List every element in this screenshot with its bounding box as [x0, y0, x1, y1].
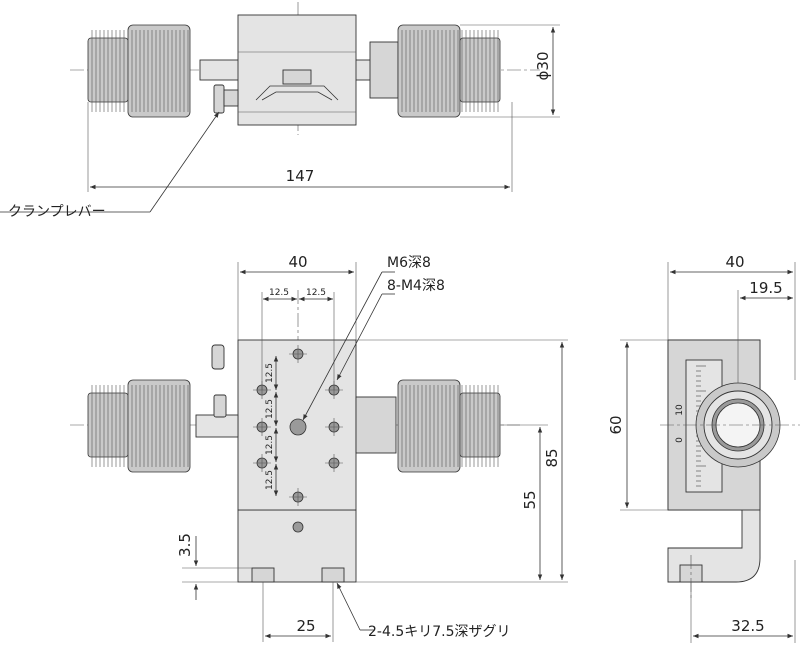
top-left-knob: [87, 24, 191, 118]
side-height-label: 60: [607, 415, 625, 434]
side-view: 10 0 40 19.5 60 32.5: [607, 253, 800, 643]
top-right-knob: [369, 24, 501, 118]
front-width-label: 40: [288, 253, 307, 271]
diameter-label: ϕ30: [534, 52, 552, 81]
front-right-knob: [355, 379, 501, 473]
m6-label: M6深8: [387, 255, 431, 271]
pitch-h-left: 12.5: [269, 288, 289, 298]
front-left-knob: [87, 379, 239, 473]
counterbore-label: 2-4.5キリ7.5深ザグリ: [368, 624, 511, 640]
height-85-label: 85: [543, 448, 561, 467]
scale-mark-0: 0: [675, 437, 685, 443]
base-height-label: 3.5: [176, 533, 194, 557]
side-base-label: 32.5: [731, 617, 764, 635]
side-offset-label: 19.5: [749, 279, 782, 297]
height-55-label: 55: [521, 490, 539, 509]
pitch-h-right: 12.5: [306, 288, 326, 298]
hole-pitch-label: 25: [296, 617, 315, 635]
pitch-v-1: 12.5: [265, 363, 275, 383]
front-view: 40 12.5 12.5 12.5 12.5 12.5 12.5 M6深8 8-…: [70, 253, 568, 642]
width-147-label: 147: [286, 167, 315, 185]
pitch-v-2: 12.5: [265, 399, 275, 419]
pitch-v-4: 12.5: [265, 470, 275, 490]
clamp-lever: [213, 84, 239, 114]
pitch-v-3: 12.5: [265, 435, 275, 455]
m4-label: 8-M4深8: [387, 278, 445, 294]
m6-hole: [289, 418, 307, 436]
top-view: クランプレバー 147 ϕ30: [0, 2, 560, 220]
scale-mark-10: 10: [675, 404, 685, 416]
clamp-lever-label: クランプレバー: [8, 204, 106, 220]
side-width-label: 40: [725, 253, 744, 271]
